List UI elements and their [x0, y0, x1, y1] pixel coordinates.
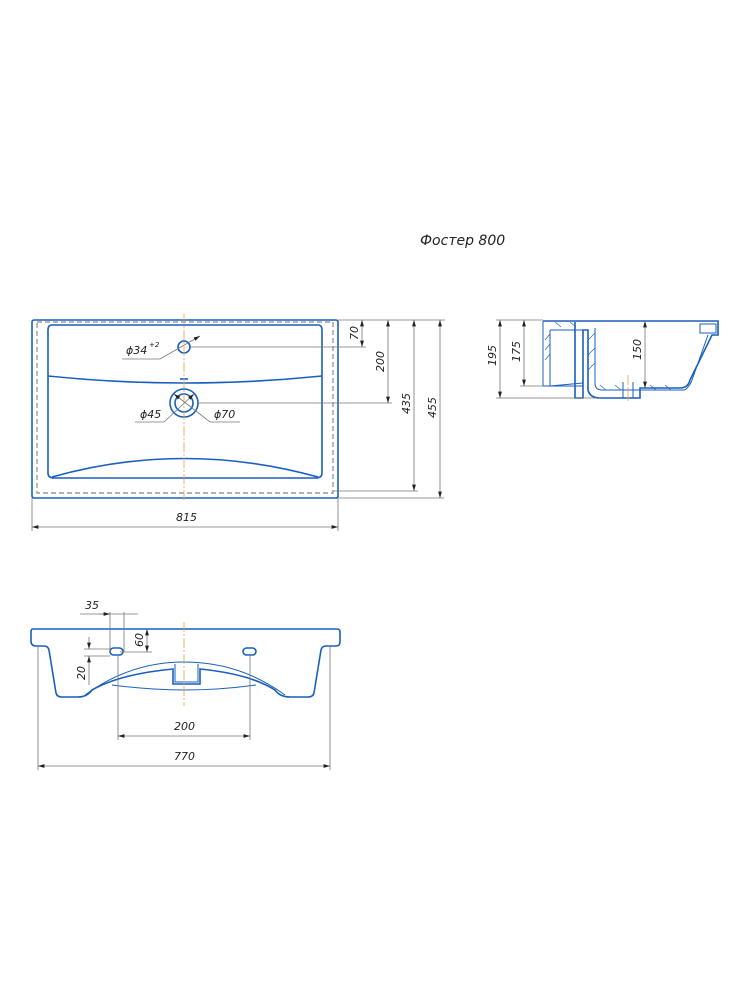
dim-770: 770 [174, 750, 195, 763]
faucet-tolerance: +2 [149, 341, 160, 349]
faucet-hole-right [242, 647, 257, 656]
dim-175: 175 [510, 341, 523, 362]
dim-20: 20 [75, 666, 88, 680]
dim-35: 35 [85, 599, 99, 612]
faucet-hole-label: ϕ34 [126, 344, 147, 357]
dim-60: 60 [133, 633, 146, 647]
basin-front-curve [51, 457, 319, 478]
dim-200-front: 200 [174, 720, 195, 733]
dim-435: 435 [400, 393, 413, 414]
dim-195: 195 [486, 345, 499, 366]
front-basin-curves [84, 661, 286, 696]
basin-divider [47, 375, 323, 384]
dim-815: 815 [176, 511, 197, 524]
dim-455: 455 [426, 397, 439, 418]
side-view: 195 175 150 [486, 319, 719, 402]
drain-inner-label: ϕ45 [140, 408, 161, 421]
dim-70: 70 [348, 326, 361, 340]
sink-outline [31, 319, 339, 499]
drawing-title: Фостер 800 [420, 233, 505, 249]
front-outline [30, 628, 341, 698]
top-view: ϕ34 +2 ϕ45 ϕ70 70 200 435 455 815 [31, 314, 445, 531]
front-view: 35 60 20 200 770 [30, 599, 341, 770]
faucet-hole-left [109, 647, 124, 656]
side-pedestal [542, 321, 584, 387]
side-section-outline [543, 320, 719, 399]
drain-outer-label: ϕ70 [214, 408, 235, 421]
side-details [622, 323, 717, 398]
basin-outline [47, 324, 323, 479]
dim-200: 200 [374, 351, 387, 372]
dim-150: 150 [631, 339, 644, 360]
hidden-outline [36, 321, 334, 494]
side-inner-wall [594, 328, 709, 391]
hatching [544, 321, 672, 391]
